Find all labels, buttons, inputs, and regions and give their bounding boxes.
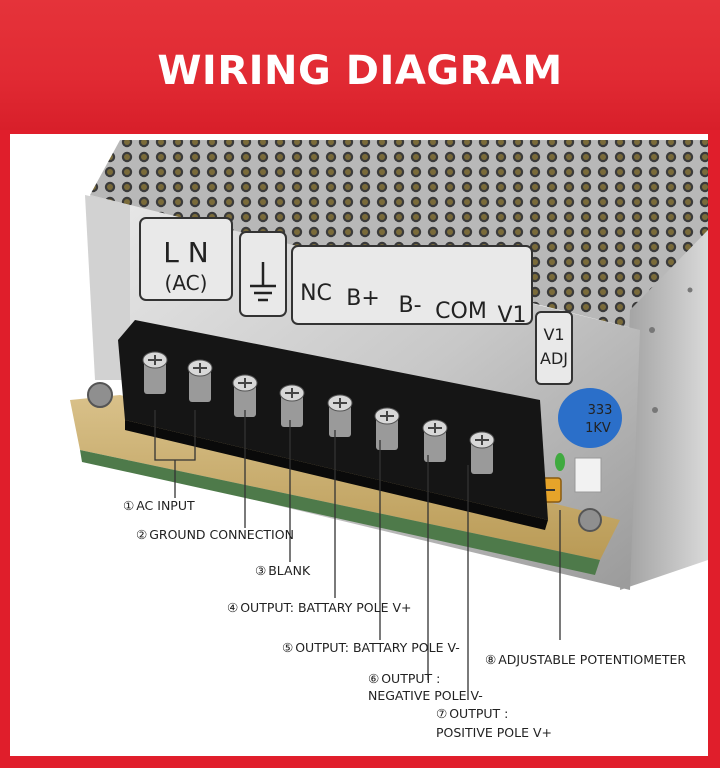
callout-output-negative-line2: NEGATIVE POLE V- bbox=[368, 688, 483, 703]
connector-header bbox=[574, 457, 602, 493]
terminal-screw-3 bbox=[232, 374, 258, 417]
terminal-label-com: COM bbox=[435, 299, 487, 324]
blue-capacitor: 333 1KV bbox=[558, 388, 622, 448]
pcb-screw-right bbox=[578, 508, 602, 532]
terminal-label-b-minus: B- bbox=[398, 293, 421, 318]
label-panel: L N (AC) NC B+ B- COM V1 V1 ADJ bbox=[139, 217, 573, 385]
callout-output-positive-line2: POSITIVE POLE V+ bbox=[436, 725, 552, 740]
adj-label-top: V1 bbox=[543, 325, 564, 344]
ground-symbol-icon bbox=[250, 262, 276, 302]
terminal-screw-4 bbox=[279, 384, 305, 427]
ln-label: L N bbox=[163, 236, 208, 269]
terminal-screw-1 bbox=[142, 351, 168, 394]
terminal-label-nc: NC bbox=[300, 281, 332, 306]
capacitor-text-top: 333 bbox=[588, 403, 613, 418]
capacitor-text-bottom: 1KV bbox=[585, 421, 611, 436]
led-indicator bbox=[555, 453, 565, 471]
terminal-screws bbox=[142, 351, 495, 474]
terminal-screw-7 bbox=[422, 419, 448, 462]
terminal-label-v1: V1 bbox=[497, 303, 526, 328]
pcb-screw-left bbox=[87, 382, 113, 408]
page-title: WIRING DIAGRAM bbox=[157, 48, 563, 94]
terminal-screw-2 bbox=[187, 359, 213, 402]
terminal-screw-5 bbox=[327, 394, 353, 437]
terminal-screw-8 bbox=[469, 431, 495, 474]
ac-label: (AC) bbox=[165, 271, 208, 295]
right-side-case bbox=[620, 230, 708, 590]
terminal-screw-6 bbox=[374, 407, 400, 450]
callout-leader-lines bbox=[154, 410, 561, 700]
product-photo-frame: L N (AC) NC B+ B- COM V1 V1 ADJ 333 1KV bbox=[10, 134, 708, 756]
header-banner: WIRING DIAGRAM bbox=[0, 0, 720, 130]
terminal-label-b-plus: B+ bbox=[346, 286, 380, 311]
power-supply-illustration: L N (AC) NC B+ B- COM V1 V1 ADJ 333 1KV bbox=[70, 140, 708, 740]
adj-label-bottom: ADJ bbox=[540, 349, 568, 368]
